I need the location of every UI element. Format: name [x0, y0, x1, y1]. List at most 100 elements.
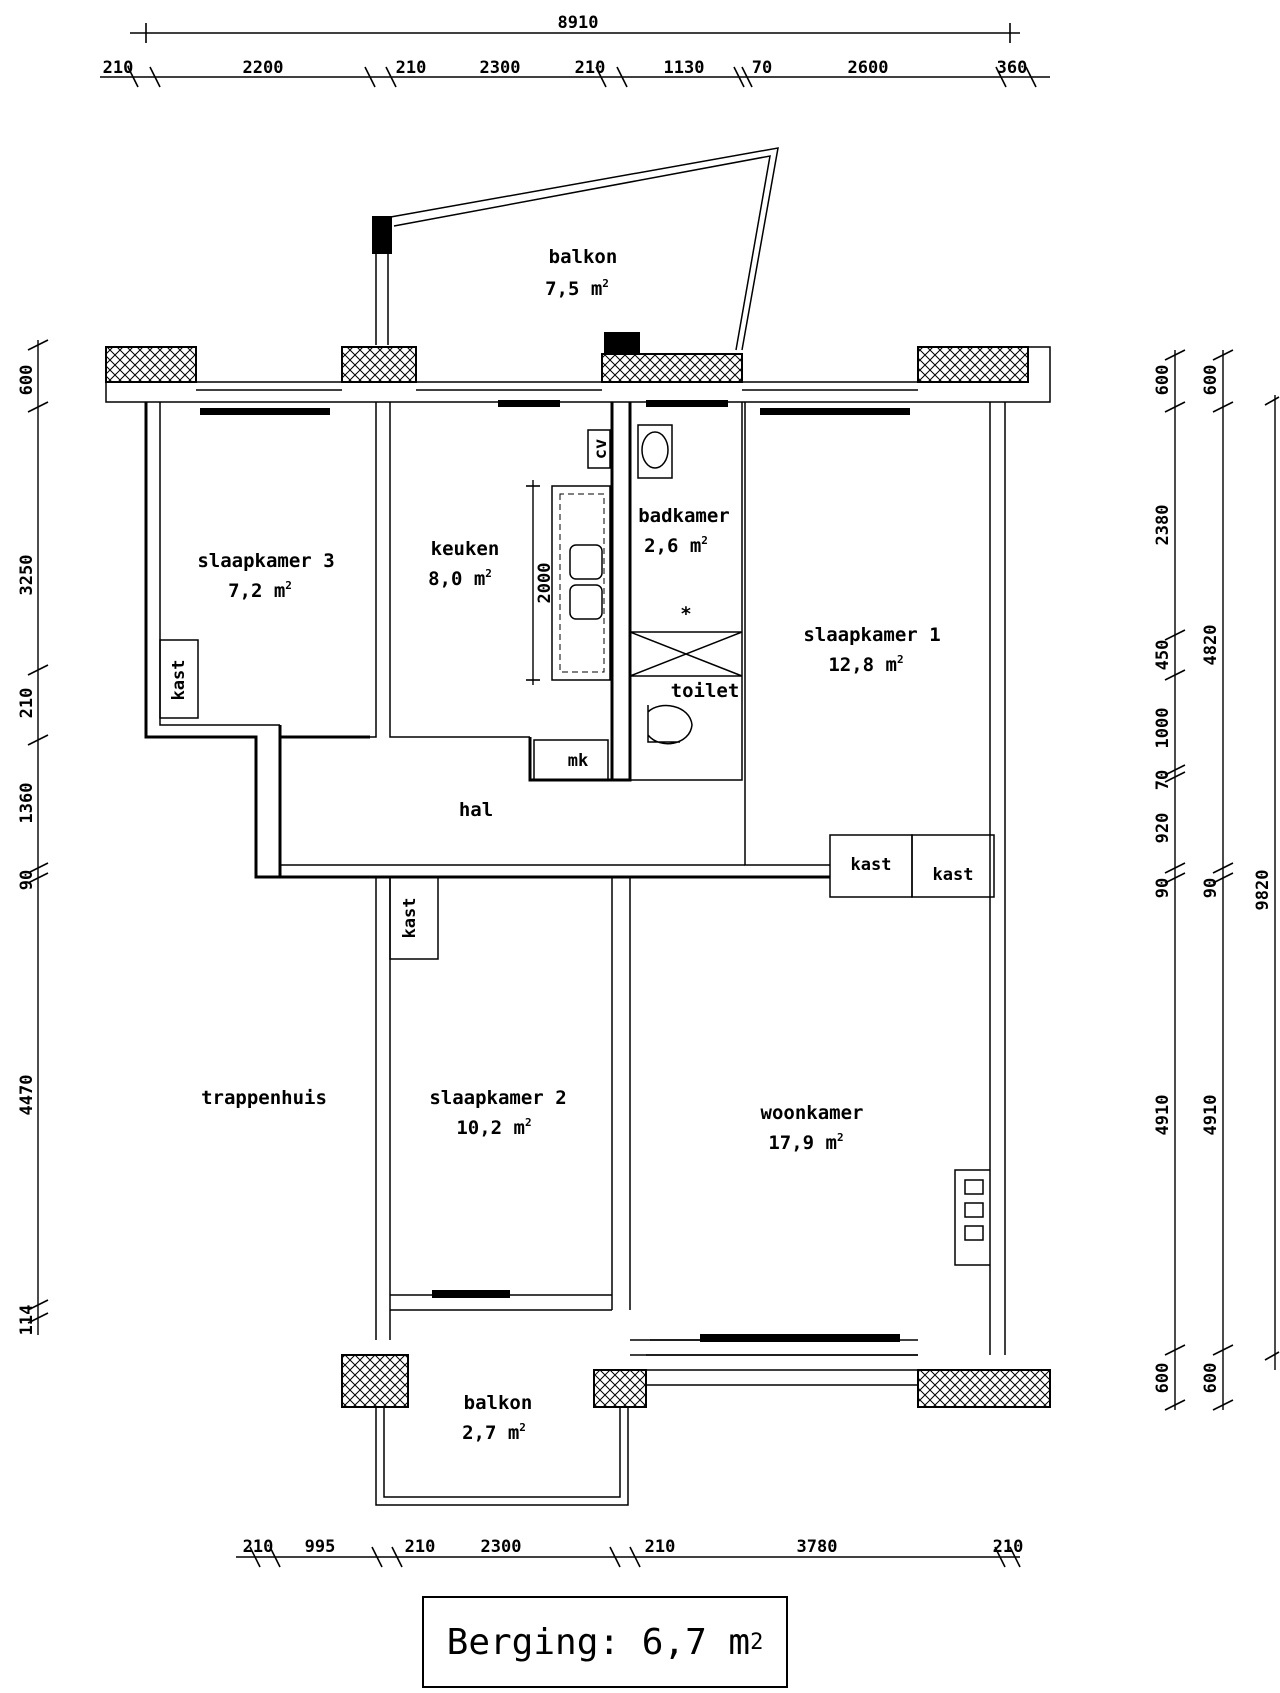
- toilet-name: toilet: [671, 680, 740, 702]
- kast-slaapkamer3-label: kast: [169, 660, 189, 701]
- left-dim-3: 210: [17, 688, 37, 719]
- top-dim-1: 210: [103, 58, 134, 78]
- room-woonkamer: woonkamer 17,9 m2: [761, 1102, 864, 1154]
- room-balkon-bottom: balkon 2,7 m2: [462, 1392, 532, 1444]
- badkamer-name: badkamer: [638, 505, 730, 527]
- kasten: kast kast kast kast mk: [159, 639, 995, 960]
- right-mid-dim-3: 90: [1201, 878, 1221, 898]
- right-mid-dim-2: 4820: [1201, 625, 1221, 666]
- svg-text:7,5 m2: 7,5 m2: [545, 277, 609, 300]
- right-dimensions-inner: 600 2380 450 1000 70 920 90 4910 600: [1153, 349, 1186, 1411]
- left-dim-2: 3250: [17, 555, 37, 596]
- slaapkamer3-area: 7,2 m: [228, 580, 285, 602]
- left-dim-1: 600: [17, 365, 37, 396]
- right-total-label: 9820: [1253, 870, 1273, 911]
- top-dim-7: 70: [752, 58, 772, 78]
- right-inner-dim-1: 600: [1153, 365, 1173, 396]
- keuken-area: 8,0 m: [428, 568, 485, 590]
- right-inner-dim-3: 450: [1153, 640, 1173, 671]
- svg-text:17,9 m2: 17,9 m2: [768, 1131, 843, 1154]
- svg-text:12,8 m2: 12,8 m2: [828, 653, 903, 676]
- woonkamer-unit: [954, 1169, 990, 1266]
- top-balcony: [372, 147, 779, 354]
- bottom-exterior-wall: [341, 1290, 1051, 1506]
- room-keuken: keuken 8,0 m2: [428, 538, 499, 590]
- right-inner-dim-6: 920: [1153, 813, 1173, 844]
- top-dim-2: 2200: [243, 58, 284, 78]
- slaapkamer3-name: slaapkamer 3: [197, 550, 334, 572]
- balkon-bottom-sup: 2: [519, 1421, 526, 1434]
- bottom-dim-1: 210: [243, 1537, 274, 1557]
- room-trappenhuis: trappenhuis: [201, 1087, 327, 1109]
- shower-drain-icon: *: [680, 603, 691, 625]
- woonkamer-name: woonkamer: [761, 1102, 864, 1124]
- top-dim-8: 2600: [848, 58, 889, 78]
- slaapkamer2-sup: 2: [525, 1116, 532, 1129]
- right-dimensions-mid: 600 4820 90 4910 600: [1201, 349, 1234, 1411]
- right-inner-dim-2: 2380: [1153, 505, 1173, 546]
- badkamer-area: 2,6 m: [644, 535, 701, 557]
- top-total-dimension: 8910: [130, 13, 1020, 43]
- keuken-sup: 2: [485, 567, 492, 580]
- top-dim-5: 210: [575, 58, 606, 78]
- bottom-dimensions: 210 995 210 2300 210 3780 210: [236, 1537, 1023, 1568]
- room-slaapkamer-2: slaapkamer 2 10,2 m2: [429, 1087, 566, 1139]
- woonkamer-sup: 2: [837, 1131, 844, 1144]
- room-balkon-top: balkon 7,5 m2: [545, 246, 617, 300]
- kast-hal-1-label: kast: [851, 855, 892, 875]
- bathroom-fixtures: cv *: [587, 424, 693, 745]
- balkon-top-area: 7,5 m: [545, 278, 602, 300]
- top-dim-9: 360: [997, 58, 1028, 78]
- bottom-dim-3: 210: [405, 1537, 436, 1557]
- svg-text:7,2 m2: 7,2 m2: [228, 579, 292, 602]
- slaapkamer3-sup: 2: [285, 579, 292, 592]
- room-slaapkamer-1: slaapkamer 1 12,8 m2: [803, 624, 940, 676]
- top-dim-4: 2300: [480, 58, 521, 78]
- berging-label: Berging: 6,7 m: [446, 1621, 751, 1663]
- right-inner-dim-4: 1000: [1153, 708, 1173, 749]
- svg-text:2,7 m2: 2,7 m2: [462, 1421, 526, 1444]
- badkamer-sup: 2: [701, 534, 708, 547]
- balkon-top-name: balkon: [549, 246, 618, 268]
- kast-slaapkamer2-label: kast: [400, 898, 420, 939]
- top-dim-6: 1130: [664, 58, 705, 78]
- slaapkamer1-area: 12,8 m: [828, 654, 897, 676]
- kast-hal-2-label: kast: [933, 865, 974, 885]
- top-segment-dimensions: 210 2200 210 2300 210 1130 70 2600 360: [100, 58, 1050, 88]
- right-inner-dim-5: 70: [1153, 770, 1173, 790]
- bottom-dim-5: 210: [645, 1537, 676, 1557]
- right-mid-dim-1: 600: [1201, 365, 1221, 396]
- bottom-dim-4: 2300: [481, 1537, 522, 1557]
- left-dim-5: 90: [17, 870, 37, 890]
- right-inner-dim-7: 90: [1153, 878, 1173, 898]
- left-dim-4: 1360: [17, 783, 37, 824]
- top-exterior-wall: [105, 346, 1051, 415]
- woonkamer-area: 17,9 m: [768, 1132, 837, 1154]
- room-hal: hal: [459, 799, 493, 821]
- slaapkamer1-name: slaapkamer 1: [803, 624, 940, 646]
- slaapkamer1-sup: 2: [897, 653, 904, 666]
- room-slaapkamer-3: slaapkamer 3 7,2 m2: [197, 550, 334, 602]
- svg-text:8,0 m2: 8,0 m2: [428, 567, 492, 590]
- trappenhuis-name: trappenhuis: [201, 1087, 327, 1109]
- room-badkamer: badkamer 2,6 m2: [638, 505, 730, 557]
- svg-text:2,6 m2: 2,6 m2: [644, 534, 708, 557]
- right-mid-dim-4: 4910: [1201, 1095, 1221, 1136]
- balkon-bottom-name: balkon: [464, 1392, 533, 1414]
- slaapkamer2-area: 10,2 m: [456, 1117, 525, 1139]
- kitchen-counter: 2000: [526, 480, 611, 685]
- cv-label: cv: [591, 439, 611, 459]
- right-dimension-total: 9820: [1253, 395, 1280, 1370]
- top-dim-3: 210: [396, 58, 427, 78]
- right-inner-dim-9: 600: [1153, 1363, 1173, 1394]
- kitchen-length-label: 2000: [535, 563, 555, 604]
- bottom-dim-2: 995: [305, 1537, 336, 1557]
- top-total-label: 8910: [558, 13, 599, 33]
- right-mid-dim-5: 600: [1201, 1363, 1221, 1394]
- slaapkamer2-name: slaapkamer 2: [429, 1087, 566, 1109]
- balkon-top-sup: 2: [602, 277, 609, 290]
- berging-sup: 2: [750, 1629, 764, 1655]
- hal-name: hal: [459, 799, 493, 821]
